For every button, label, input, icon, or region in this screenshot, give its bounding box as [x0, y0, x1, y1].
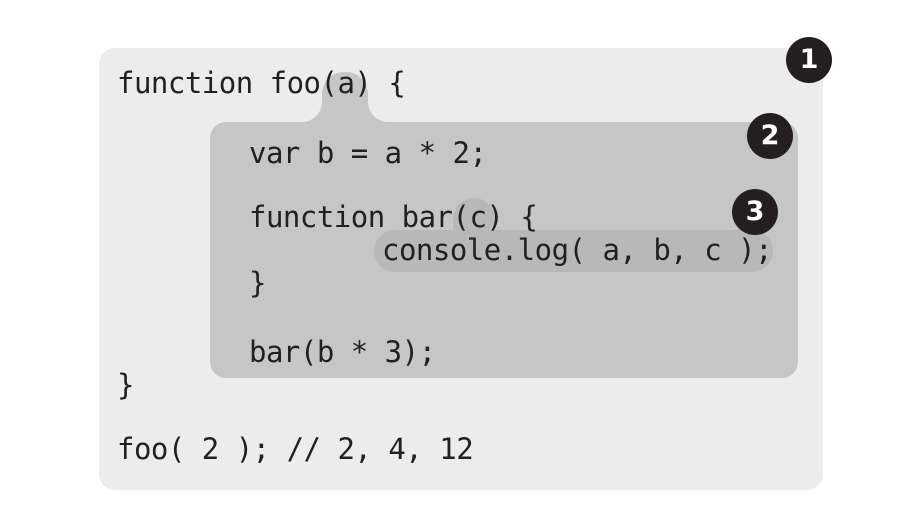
code-line-function-foo: function foo(a) { [117, 66, 406, 100]
code-line-console-log: console.log( a, b, c ); [382, 233, 773, 267]
bar-scope-bubble [374, 230, 773, 272]
code-line-call-bar: bar(b * 3); [249, 335, 436, 369]
code-line-close-bar: } [249, 266, 266, 300]
code-line-var-b: var b = a * 2; [249, 136, 487, 170]
code-line-function-bar: function bar(c) { [249, 200, 538, 234]
scope-1-badge: 1 [786, 37, 832, 83]
scope-2-badge: 2 [747, 113, 793, 159]
code-line-close-foo: } [117, 368, 134, 402]
code-line-call-foo: foo( 2 ); // 2, 4, 12 [117, 432, 474, 466]
scope-3-badge: 3 [732, 189, 778, 235]
